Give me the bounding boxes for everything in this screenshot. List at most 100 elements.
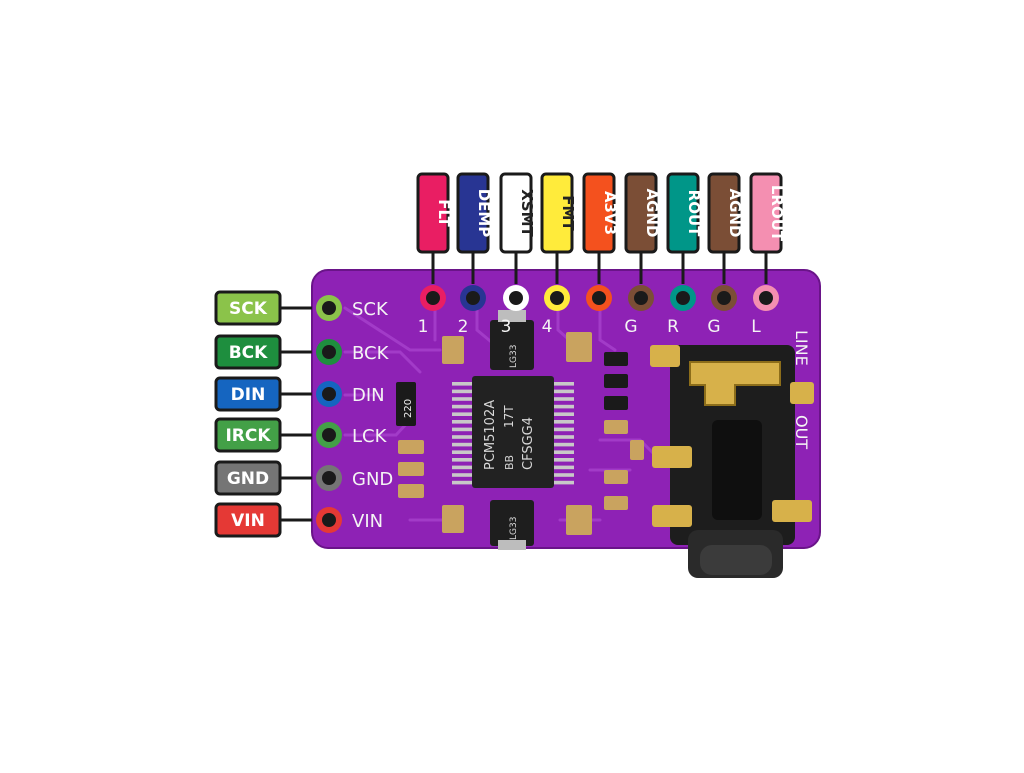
- jack-pad-right: [772, 500, 812, 522]
- chip-leg: [452, 450, 474, 454]
- chip-leg: [452, 442, 474, 447]
- smd-c8: [630, 440, 644, 460]
- jack-pad-top: [650, 345, 680, 367]
- pin-hole: [634, 291, 648, 305]
- smd-r5: [604, 374, 628, 388]
- pin-hole: [509, 291, 523, 305]
- cap-2: [566, 332, 592, 362]
- pin-hole: [759, 291, 773, 305]
- pin-hole: [322, 345, 336, 359]
- dac-chip: PCM5102A BB 17T CFSGG4: [452, 376, 574, 488]
- left-pin-sck: SCK SCK: [214, 290, 389, 326]
- smd-c7: [604, 496, 628, 510]
- pin-hole: [322, 513, 336, 527]
- pin-silkscreen-label: R: [667, 317, 679, 337]
- jack-pad-left-2: [652, 505, 692, 527]
- chip-leg: [452, 473, 474, 477]
- pin-hole: [550, 291, 564, 305]
- chip-leg: [552, 442, 574, 447]
- chip-leg: [552, 435, 574, 439]
- regulator-top-label: LG33: [509, 345, 519, 368]
- smd-r6: [604, 396, 628, 410]
- pin-silkscreen-label: 1: [418, 317, 429, 337]
- chip-leg: [552, 473, 574, 477]
- chip-pins-left: [452, 382, 474, 485]
- chip-marking-2b: 17T: [502, 405, 516, 428]
- pin-label-box: [749, 172, 783, 254]
- top-pin-fmt-3: FMT 4: [540, 172, 577, 337]
- pin-hole: [322, 301, 336, 315]
- pin-silkscreen-label: G: [707, 317, 720, 337]
- chip-leg: [452, 397, 474, 401]
- chip-leg: [452, 427, 474, 432]
- pin-label: IRCK: [225, 426, 271, 446]
- pin-hole: [592, 291, 606, 305]
- cap-3: [442, 505, 464, 533]
- chip-leg: [452, 412, 474, 416]
- chip-leg: [552, 465, 574, 470]
- chip-leg: [552, 420, 574, 424]
- chip-leg: [452, 420, 474, 424]
- pin-label-box: [416, 172, 450, 254]
- pcb-shade: [311, 269, 821, 549]
- voltage-regulators: LG33 LG33: [490, 310, 534, 550]
- pin-silkscreen-label: 4: [542, 317, 553, 337]
- chip-leg: [452, 382, 474, 386]
- smd-r4: [604, 352, 628, 366]
- out-label: OUT: [792, 415, 811, 449]
- chip-leg: [552, 397, 574, 401]
- top-pin-a3v3-4: A3V3: [582, 172, 619, 311]
- pin-hole: [717, 291, 731, 305]
- pin-silkscreen-label: BCK: [352, 343, 390, 364]
- pin-label: BCK: [229, 343, 268, 363]
- cap-4: [566, 505, 592, 535]
- chip-body: [472, 376, 554, 488]
- pin-label: DEMP: [475, 189, 493, 238]
- chip-leg: [452, 458, 474, 462]
- pin-label-box: [214, 376, 282, 412]
- pin-label-box: [214, 460, 282, 496]
- pin-silkscreen-label: GND: [352, 469, 393, 490]
- chip-leg: [452, 465, 474, 470]
- pin-label-box: [214, 334, 282, 370]
- left-pin-bck: BCK BCK: [214, 334, 390, 370]
- pin-silkscreen-label: LCK: [352, 426, 388, 447]
- jack-inner: [712, 420, 762, 520]
- pin-label-box: [499, 172, 533, 254]
- pin-label-box: [624, 172, 658, 254]
- pin-hole: [322, 428, 336, 442]
- pin-label: FMT: [559, 195, 577, 231]
- smd-c5: [604, 420, 628, 434]
- audio-jack: [650, 345, 814, 578]
- line-label: LINE: [792, 330, 811, 366]
- pin-label: A3V3: [601, 191, 619, 235]
- pin-label: LROUT: [768, 185, 786, 242]
- smd-r3: [398, 484, 424, 498]
- pin-hole: [322, 471, 336, 485]
- pin-silkscreen-label: 3: [501, 317, 512, 337]
- resistor-array-label: 220: [403, 399, 414, 418]
- pin-label: SCK: [229, 299, 268, 319]
- pin-hole: [322, 387, 336, 401]
- chip-leg: [452, 404, 474, 409]
- pin-silkscreen-label: SCK: [352, 299, 389, 320]
- pin-label: DIN: [231, 385, 266, 405]
- regulator-bottom: [490, 500, 534, 546]
- chip-leg: [552, 480, 574, 485]
- regulator-top-tab: [498, 310, 526, 322]
- pin-label-box: [456, 172, 490, 254]
- pin-label: XSMT: [518, 189, 536, 237]
- jack-pad-right-top: [790, 382, 814, 404]
- pin-silkscreen-label: VIN: [352, 511, 383, 532]
- chip-leg: [452, 435, 474, 439]
- chip-marking-2a: BB: [503, 455, 516, 470]
